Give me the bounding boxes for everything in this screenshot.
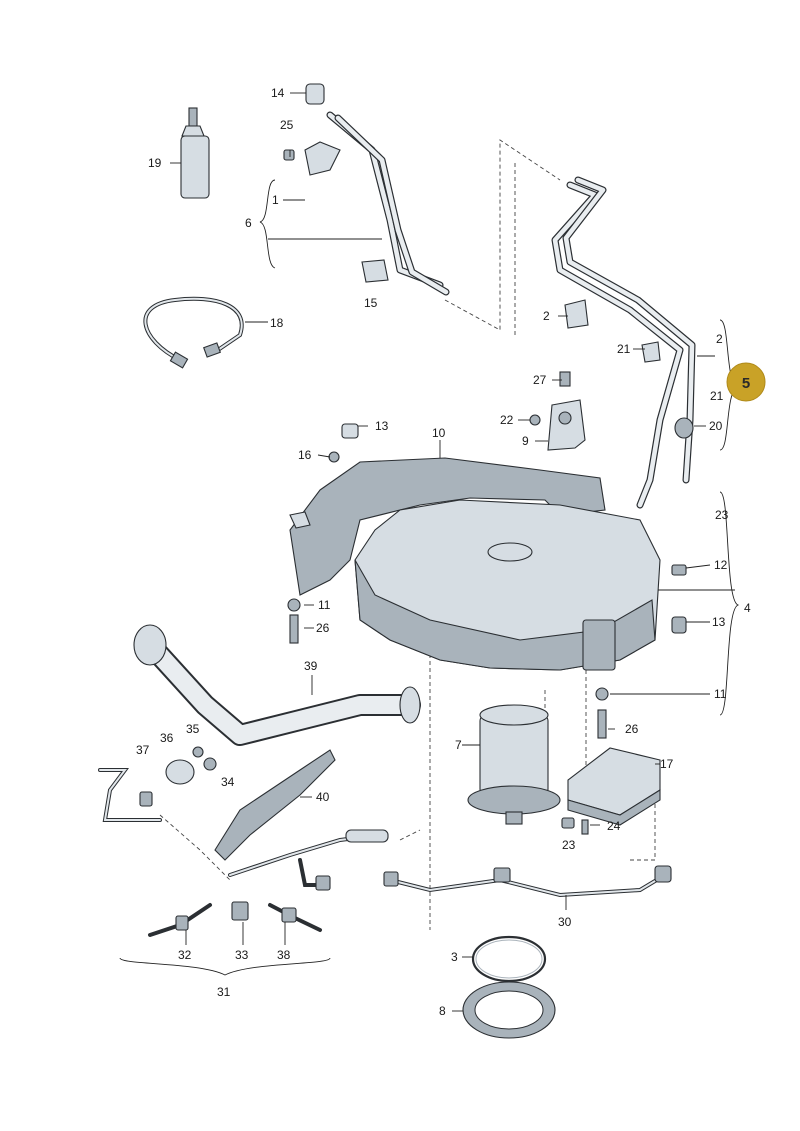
seal-ring-part-3: [471, 935, 547, 983]
callout-14: 14: [271, 86, 285, 100]
callout-11b: 11: [714, 687, 727, 701]
badge-label: 5: [742, 375, 750, 392]
callout-21a: 21: [617, 342, 631, 356]
callout-27: 27: [533, 373, 547, 387]
cable-part-18: [143, 296, 244, 369]
callout-15: 15: [364, 296, 378, 310]
callout-19: 19: [148, 156, 162, 170]
locking-ring-part-8: [462, 981, 556, 1039]
callout-35: 35: [186, 722, 200, 736]
callout-34: 34: [221, 775, 235, 789]
callout-39: 39: [304, 659, 318, 673]
callout-21b: 21: [710, 389, 724, 403]
position-badge: 5: [726, 362, 766, 402]
callout-20: 20: [709, 419, 723, 433]
callout-9: 9: [522, 434, 529, 448]
callout-31: 31: [217, 985, 231, 999]
callout-4: 4: [744, 601, 751, 615]
small-parts-31: [148, 901, 322, 937]
pipe-assembly-6: [283, 83, 450, 296]
callout-6: 6: [245, 216, 252, 230]
callout-37: 37: [136, 743, 150, 757]
bolts-left: [287, 598, 301, 644]
callout-40: 40: [316, 790, 330, 804]
callout-3: 3: [451, 950, 458, 964]
callout-22: 22: [500, 413, 514, 427]
callout-7: 7: [455, 738, 462, 752]
bolts-right: [595, 687, 609, 739]
callout-11a: 11: [318, 598, 331, 612]
callout-23b: 23: [562, 838, 576, 852]
callout-8: 8: [439, 1004, 446, 1018]
fuel-tank: [289, 499, 687, 671]
callout-33: 33: [235, 948, 249, 962]
callout-2a: 2: [543, 309, 550, 323]
callout-23a: 23: [715, 508, 729, 522]
bracket-part-40: [214, 749, 336, 861]
callout-36: 36: [160, 731, 174, 745]
callout-24: 24: [607, 819, 621, 833]
callout-labels: 14 25 19 1 6 15 18 2 2 21 21 27 22 9 20 …: [136, 86, 751, 1018]
callout-17: 17: [660, 757, 674, 771]
bottle-part-19: [180, 107, 210, 199]
callout-18: 18: [270, 316, 284, 330]
callout-1: 1: [272, 193, 279, 207]
filler-neck-part-39: [133, 624, 421, 746]
callout-26a: 26: [316, 621, 330, 635]
callout-32: 32: [178, 948, 192, 962]
callout-13a: 13: [375, 419, 389, 433]
callout-26b: 26: [625, 722, 639, 736]
callout-13b: 13: [712, 615, 726, 629]
callout-10: 10: [432, 426, 446, 440]
callout-30: 30: [558, 915, 572, 929]
callout-12: 12: [714, 558, 728, 572]
pipe-assembly-right: [551, 176, 696, 509]
callout-38: 38: [277, 948, 291, 962]
callout-25: 25: [280, 118, 294, 132]
bracket-part-9: [529, 371, 586, 451]
control-module-part-17: [561, 747, 661, 835]
valve-parts: [98, 746, 217, 822]
callout-16: 16: [298, 448, 312, 462]
callout-2b: 2: [716, 332, 723, 346]
fuel-pump-part-7: [467, 704, 561, 825]
heat-shield-part-10: [289, 423, 606, 596]
wiring-harness-part-30: [228, 829, 672, 898]
